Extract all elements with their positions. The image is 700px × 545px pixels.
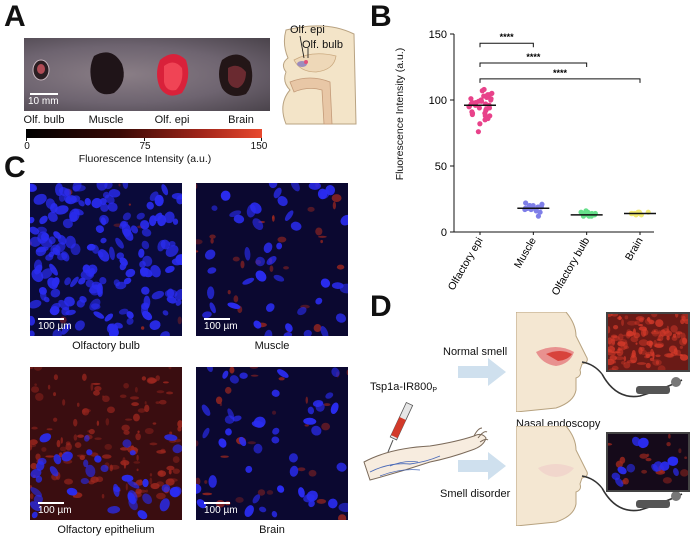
chart-point (469, 100, 475, 106)
chart-significance-label: **** (553, 68, 568, 78)
organ-label-brain: Brain (228, 114, 254, 126)
arrow-disorder-icon (458, 452, 506, 480)
label-normal-smell: Normal smell (443, 346, 508, 358)
endoscope-illustration (601, 373, 683, 512)
chart-y-tick-label: 150 (429, 29, 447, 41)
chart-point (537, 209, 543, 215)
panel-letter-a: A (4, 0, 26, 33)
colorbar-tick-0: 0 (24, 141, 30, 152)
chart-significance-label: **** (500, 32, 515, 42)
chart-point (481, 86, 487, 93)
chart-point (476, 105, 483, 111)
photo-scale-bar (30, 93, 58, 95)
anatomy-pointer-lines (299, 35, 309, 59)
probe-label: Tsp1a-IR800P (370, 381, 438, 394)
micrograph-muscle: 100 µm (196, 183, 348, 336)
scale-label-olfactory-epithelium: 100 µm (38, 505, 72, 516)
scale-label-muscle: 100 µm (204, 321, 238, 332)
micrograph-caption-brain: Brain (259, 524, 285, 536)
micrograph-olfactory-epithelium: 100 µm (30, 367, 182, 520)
chart-point (483, 106, 489, 112)
colorbar-tick-150: 150 (250, 141, 268, 152)
chart-point (578, 209, 584, 215)
panel-letter-c: C (4, 151, 26, 184)
micrograph-caption-muscle: Muscle (254, 340, 290, 352)
chart-y-tick-label: 50 (435, 161, 447, 173)
micrograph-brain: 100 µm (196, 367, 348, 520)
organ-photo: 10 mm (24, 38, 270, 111)
chart-x-tick-label: Muscle (512, 235, 539, 270)
panel-letter-d: D (370, 290, 392, 323)
anatomy-label-olf-bulb: Olf. bulb (302, 39, 343, 51)
colorbar (26, 129, 262, 138)
colorbar-tick-75: 75 (139, 141, 151, 152)
face-normal-illustration (516, 312, 603, 412)
scale-label-brain: 100 µm (204, 505, 238, 516)
chart-significance-bracket (479, 78, 641, 83)
chart-point (486, 92, 492, 98)
panel-letter-b: B (370, 0, 392, 33)
chart-x-tick-label: Olfactory epi (446, 236, 486, 293)
chart-point (478, 97, 484, 103)
micrograph-olfactory-bulb: 100 µm (30, 183, 182, 336)
chart-point (468, 96, 474, 102)
micrograph-caption-olfactory-epithelium: Olfactory epithelium (57, 524, 155, 536)
chart-point (477, 121, 483, 127)
fluorescence-scatter-chart: 0 50 100 150 **** **** **** Olfactory epi Musc… (429, 29, 656, 298)
photo-scale-label: 10 mm (28, 96, 59, 107)
face-disorder-illustration (516, 426, 603, 526)
organ-muscle (90, 52, 124, 95)
organ-label-muscle: Muscle (88, 114, 124, 126)
chart-significance-label: **** (526, 52, 541, 62)
chart-x-tick-label: Olfactory bulb (549, 235, 592, 297)
arm-injection-illustration (363, 401, 489, 481)
head-anatomy-illustration (282, 25, 357, 125)
chart-point (523, 200, 529, 206)
micrograph-caption-olfactory-bulb: Olfactory bulb (72, 340, 140, 352)
chart-point (469, 110, 476, 116)
syringe-icon (387, 401, 414, 453)
chart-point (535, 213, 542, 219)
chart-significance-bracket (479, 42, 534, 48)
scale-label-olfactory-bulb: 100 µm (38, 321, 72, 332)
label-smell-disorder: Smell disorder (440, 488, 511, 500)
chart-point (488, 97, 494, 103)
colorbar-label: Fluorescence Intensity (a.u.) (78, 153, 212, 165)
arrow-normal-icon (458, 358, 506, 386)
chart-point (530, 203, 536, 209)
chart-y-tick-label: 100 (429, 95, 447, 107)
chart-significance-bracket (479, 62, 588, 68)
organ-label-olf-epi: Olf. epi (154, 114, 190, 126)
chart-x-tick-label: Brain (623, 235, 646, 262)
anatomy-label-olf-epi: Olf. epi (290, 24, 325, 36)
chart-point (481, 93, 487, 99)
chart-y-axis-label: Fluorescence Intensity (a.u.) (394, 47, 406, 181)
organ-label-olf-bulb: Olf. bulb (23, 114, 65, 126)
chart-point (487, 113, 493, 119)
chart-y-tick-label: 0 (441, 227, 447, 239)
monitor-disorder (603, 432, 690, 492)
monitor-normal (603, 311, 691, 373)
chart-point (475, 129, 481, 135)
